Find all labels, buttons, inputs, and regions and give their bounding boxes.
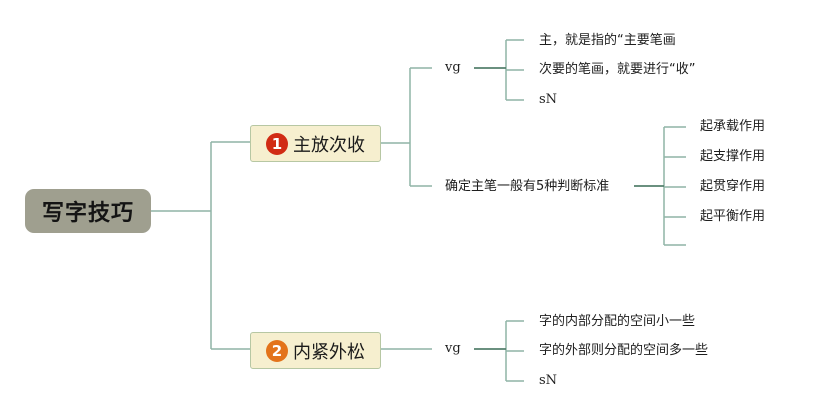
leaf-inner-space[interactable]: 字的内部分配的空间小一些 (539, 314, 696, 329)
number-badge-2: 2 (266, 339, 288, 362)
leaf-sn-1[interactable]: sN (539, 92, 558, 107)
root-topic[interactable]: 写字技巧 (25, 189, 151, 233)
leaf-bearing[interactable]: 起承载作用 (700, 119, 766, 134)
leaf-balance[interactable]: 起平衡作用 (700, 209, 766, 224)
leaf-support[interactable]: 起支撑作用 (700, 149, 766, 164)
root-topic-label: 写字技巧 (41, 201, 134, 226)
leaf-secondary-stroke[interactable]: 次要的笔画，就要进行“收” (539, 62, 696, 77)
main-topic-2-label: 内紧外松 (293, 341, 365, 363)
leaf-outer-space[interactable]: 字的外部则分配的空间多一些 (539, 343, 709, 358)
subtopic-vg-1[interactable]: vg (445, 60, 461, 75)
number-badge-1: 1 (266, 132, 288, 155)
subtopic-standards[interactable]: 确定主笔一般有5种判断标准 (445, 179, 610, 194)
main-topic-1-label: 主放次收 (293, 134, 365, 156)
leaf-sn-2[interactable]: sN (539, 373, 558, 388)
main-topic-1[interactable]: 1 主放次收 (250, 125, 381, 162)
main-topic-2[interactable]: 2 内紧外松 (250, 332, 381, 369)
leaf-through[interactable]: 起贯穿作用 (700, 179, 766, 194)
subtopic-vg-2[interactable]: vg (445, 341, 461, 356)
leaf-main-stroke[interactable]: 主，就是指的“主要笔画 (539, 33, 676, 48)
